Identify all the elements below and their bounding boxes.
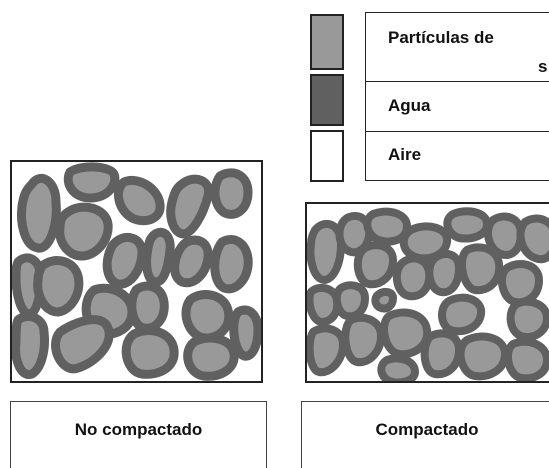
soil-panel-compacted — [305, 202, 549, 383]
soil-particle — [371, 287, 397, 313]
soil-particle — [341, 313, 385, 367]
soil-particle — [183, 333, 239, 381]
soil-particle — [170, 235, 213, 288]
legend-label-particles-line2: s — [538, 57, 548, 76]
caption-compacted-label: Compactado — [375, 420, 479, 439]
soil-particle — [33, 256, 84, 317]
soil-illustration-compacted — [307, 204, 549, 381]
soil-particle — [380, 308, 432, 359]
legend-label-water: Agua — [388, 96, 431, 115]
soil-particle — [127, 281, 169, 333]
caption-compacted: Compactado — [301, 401, 549, 468]
soil-particle — [121, 326, 179, 379]
soil-particle — [420, 329, 463, 379]
soil-particle — [55, 202, 113, 261]
caption-uncompacted: No compactado — [10, 401, 267, 468]
soil-particle — [425, 249, 463, 297]
legend-label-particles-line1: Partículas de — [388, 28, 494, 47]
soil-particle — [456, 332, 509, 381]
soil-particle — [17, 174, 61, 253]
soil-particle — [210, 168, 253, 219]
soil-particle — [497, 260, 543, 307]
legend-swatch-air — [310, 130, 344, 182]
soil-particle — [506, 297, 549, 341]
soil-particle — [166, 174, 214, 239]
soil-particle — [113, 176, 165, 226]
soil-particle — [181, 290, 234, 343]
legend-swatch-water — [310, 74, 344, 126]
soil-particle — [503, 337, 549, 381]
soil-particle — [102, 233, 147, 289]
soil-particle — [457, 243, 504, 295]
legend-label-air: Aire — [388, 145, 422, 164]
soil-panel-uncompacted — [10, 160, 263, 383]
soil-particle — [438, 293, 486, 336]
soil-particle — [229, 305, 261, 361]
soil-particle — [12, 312, 49, 379]
soil-particle — [142, 227, 175, 287]
soil-particle — [363, 207, 411, 246]
soil-particle — [377, 354, 419, 381]
soil-particle — [307, 283, 342, 326]
soil-particle — [332, 281, 369, 321]
soil-particle — [307, 324, 347, 377]
soil-particle — [51, 315, 114, 374]
soil-particle — [210, 235, 253, 294]
soil-particle — [353, 241, 397, 289]
legend-swatch-particles — [310, 14, 344, 70]
legend-row-air: Aire — [365, 131, 549, 181]
soil-particle — [483, 212, 525, 259]
soil-illustration-uncompacted — [12, 162, 261, 381]
soil-particle — [63, 162, 120, 203]
soil-particle — [516, 214, 549, 264]
caption-uncompacted-label: No compactado — [74, 420, 203, 439]
legend-row-water: Agua — [365, 80, 549, 132]
soil-particle — [392, 254, 434, 301]
soil-particle — [443, 207, 491, 243]
legend-row-particles: Partículas de s — [365, 12, 549, 82]
